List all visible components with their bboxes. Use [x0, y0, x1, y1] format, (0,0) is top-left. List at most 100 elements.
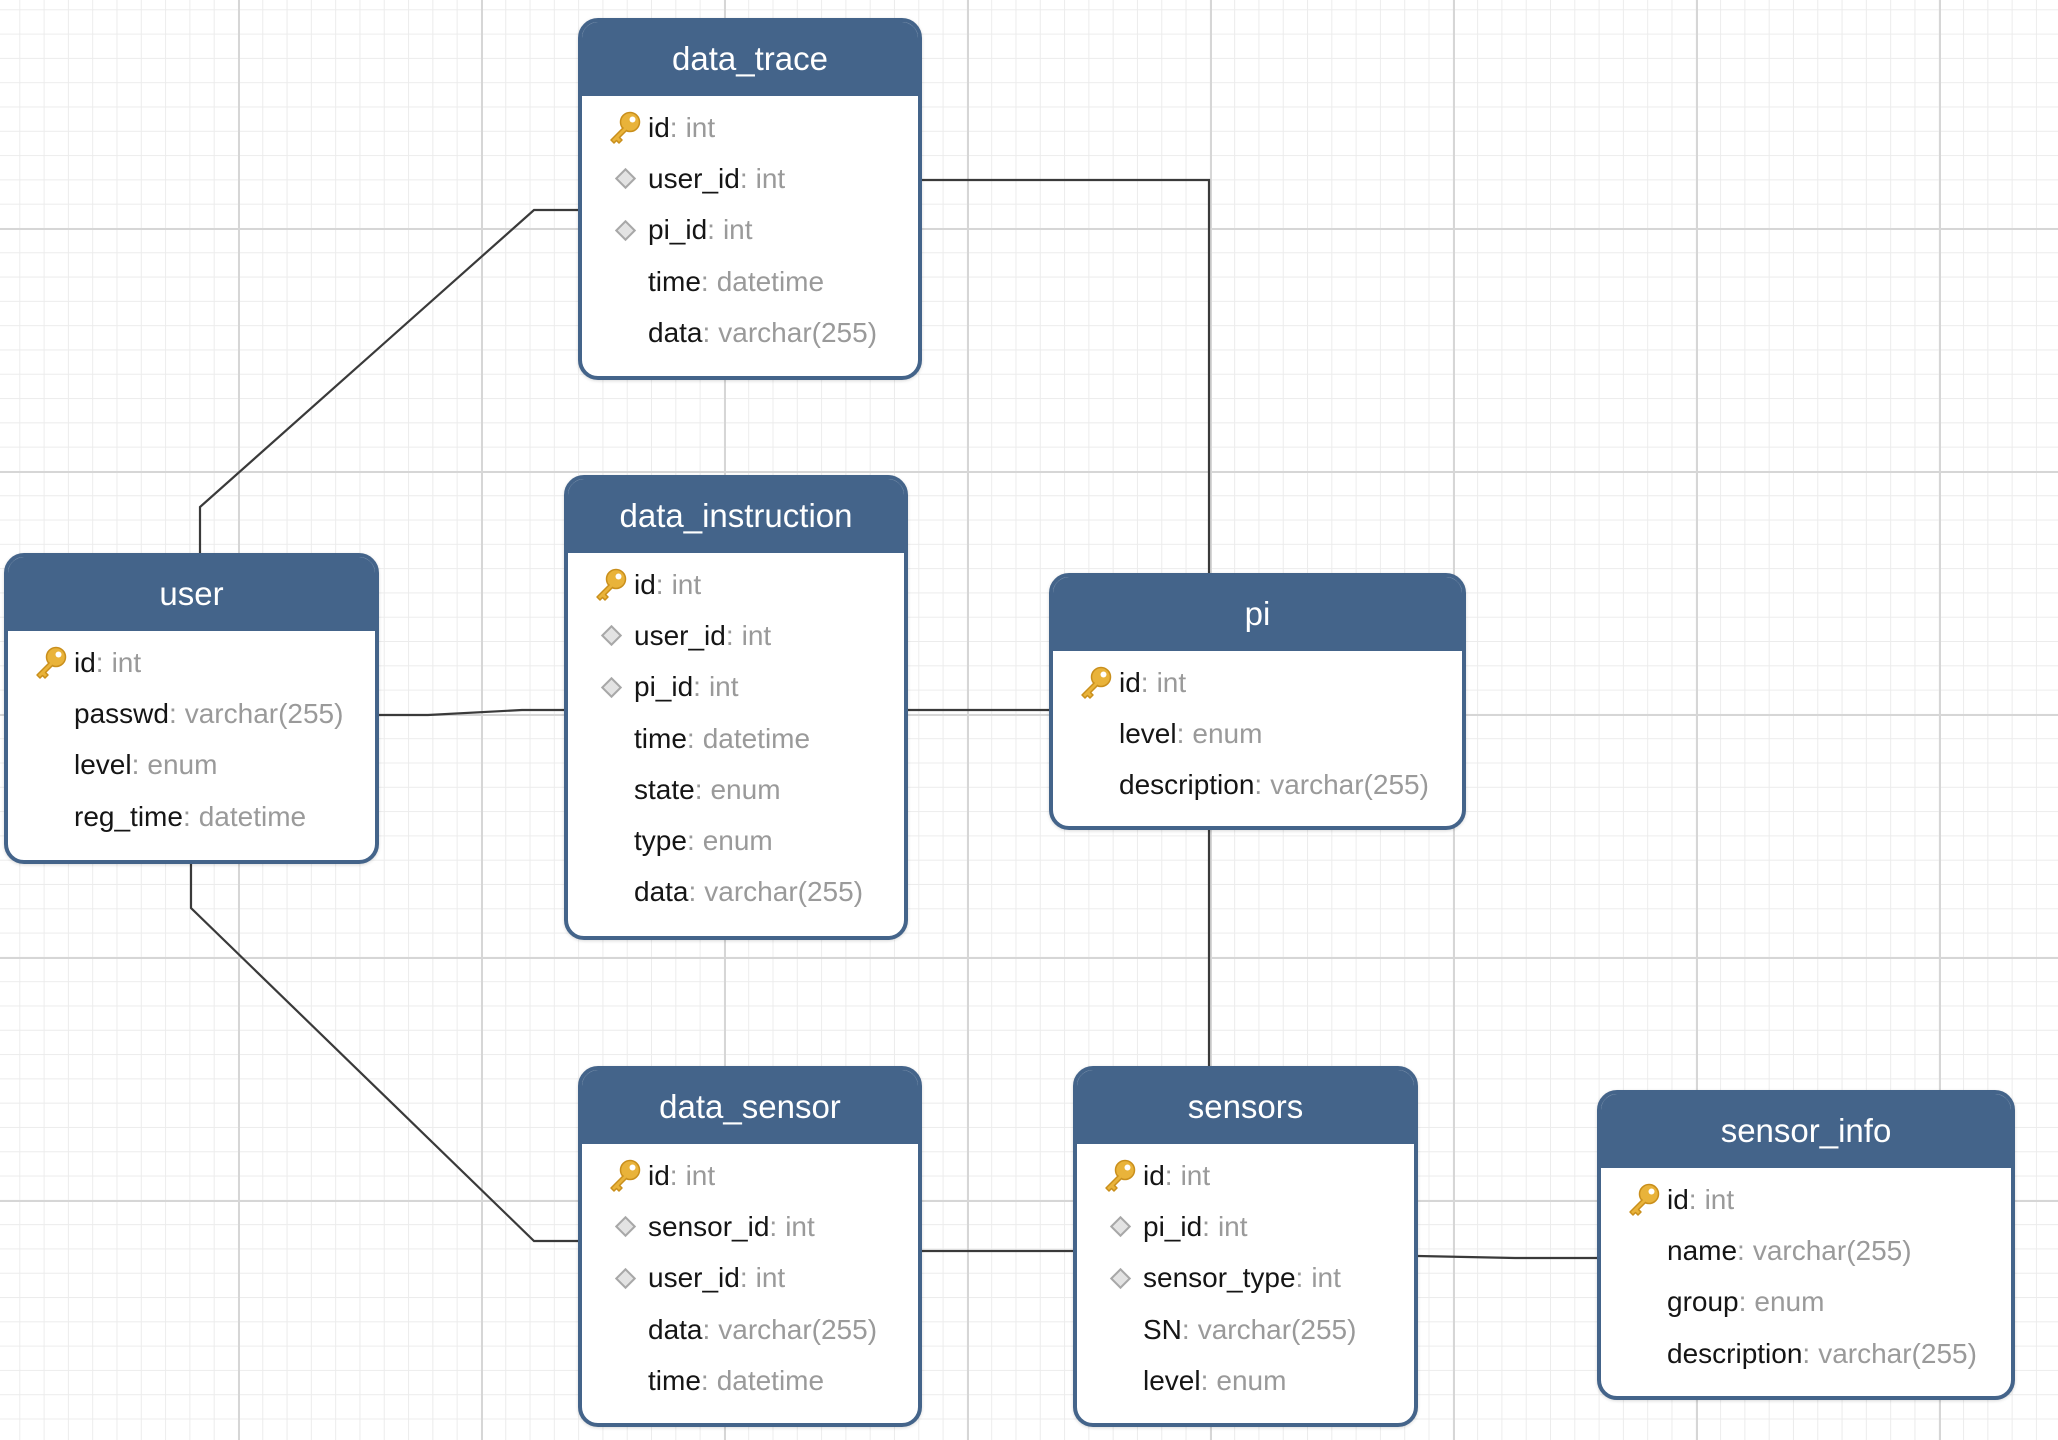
field-row[interactable]: level:enum — [1077, 1355, 1414, 1406]
field-type: int — [755, 1262, 786, 1294]
primary-key-icon — [588, 566, 634, 604]
field-name: id — [1143, 1159, 1165, 1191]
field-separator: : — [1738, 1286, 1747, 1318]
field-name: time — [648, 1364, 701, 1396]
table-header: data_sensor — [582, 1070, 918, 1144]
field-name: level — [1119, 717, 1177, 749]
primary-key-icon — [1073, 664, 1119, 702]
field-type: datetime — [716, 265, 825, 297]
field-row[interactable]: data:varchar(255) — [582, 307, 918, 358]
field-separator: : — [688, 876, 697, 908]
field-row[interactable]: time:datetime — [582, 1355, 918, 1406]
field-separator: : — [669, 1159, 678, 1191]
field-separator: : — [702, 316, 711, 348]
field-row[interactable]: sensor_id:int — [582, 1201, 918, 1252]
field-row[interactable]: data:varchar(255) — [582, 1304, 918, 1355]
field-row[interactable]: data:varchar(255) — [568, 867, 904, 918]
field-row[interactable]: time:datetime — [568, 713, 904, 764]
field-row[interactable]: time:datetime — [582, 256, 918, 307]
field-row[interactable]: id:int — [8, 637, 375, 688]
field-row[interactable]: id:int — [582, 1150, 918, 1201]
field-type: enum — [1192, 717, 1263, 749]
field-row[interactable]: id:int — [1053, 657, 1462, 708]
field-row[interactable]: pi_id:int — [1077, 1201, 1414, 1252]
field-type: int — [708, 671, 739, 703]
field-row[interactable]: SN:varchar(255) — [1077, 1304, 1414, 1355]
field-name: user_id — [634, 619, 726, 651]
field-row[interactable]: id:int — [582, 102, 918, 153]
field-type: varchar(255) — [718, 1313, 878, 1345]
field-type: int — [785, 1210, 815, 1242]
field-name: SN — [1143, 1313, 1182, 1345]
field-row[interactable]: user_id:int — [568, 610, 904, 661]
field-row[interactable]: pi_id:int — [582, 205, 918, 256]
field-separator: : — [669, 111, 678, 143]
field-name: sensor_type — [1143, 1262, 1296, 1294]
field-row[interactable]: type:enum — [568, 815, 904, 866]
foreign-key-diamond-icon — [588, 676, 634, 698]
field-name: id — [648, 111, 670, 143]
field-row[interactable]: id:int — [568, 559, 904, 610]
field-separator: : — [739, 1262, 748, 1294]
field-type: datetime — [198, 800, 307, 832]
field-separator: : — [95, 646, 104, 678]
field-row[interactable]: passwd:varchar(255) — [8, 688, 375, 739]
connector-user-data-trace — [198, 208, 578, 553]
foreign-key-diamond-icon — [602, 219, 648, 241]
field-separator: : — [1295, 1262, 1304, 1294]
field-name: pi_id — [1143, 1210, 1203, 1242]
field-row[interactable]: user_id:int — [582, 153, 918, 204]
field-row[interactable]: user_id:int — [582, 1253, 918, 1304]
field-row[interactable]: description:varchar(255) — [1601, 1328, 2011, 1379]
field-row[interactable]: id:int — [1077, 1150, 1414, 1201]
field-name: id — [1667, 1183, 1689, 1215]
field-name: id — [634, 568, 656, 600]
field-name: id — [648, 1159, 670, 1191]
field-row[interactable]: description:varchar(255) — [1053, 760, 1462, 811]
field-type: int — [1217, 1210, 1248, 1242]
field-type: int — [1180, 1159, 1211, 1191]
field-name: data — [634, 876, 689, 908]
table-header: data_trace — [582, 22, 918, 96]
field-name: pi_id — [634, 671, 694, 703]
primary-key-icon — [602, 109, 648, 147]
field-row[interactable]: state:enum — [568, 764, 904, 815]
field-row[interactable]: group:enum — [1601, 1277, 2011, 1328]
field-row[interactable]: pi_id:int — [568, 662, 904, 713]
field-type: enum — [1754, 1286, 1825, 1318]
field-name: state — [634, 773, 695, 805]
field-row[interactable]: name:varchar(255) — [1601, 1225, 2011, 1276]
field-row[interactable]: reg_time:datetime — [8, 791, 375, 842]
field-separator: : — [1164, 1159, 1173, 1191]
field-type: datetime — [716, 1364, 825, 1396]
field-name: group — [1667, 1286, 1739, 1318]
field-name: type — [634, 825, 687, 857]
field-type: int — [671, 568, 702, 600]
field-separator: : — [700, 265, 709, 297]
field-type: varchar(255) — [1270, 769, 1429, 801]
connector-sensors-sensor-info — [1417, 1254, 1597, 1260]
field-name: data — [648, 1313, 703, 1345]
field-separator: : — [700, 1364, 709, 1396]
table-header: sensors — [1077, 1070, 1414, 1144]
field-name: pi_id — [648, 214, 708, 246]
field-type: varchar(255) — [1197, 1313, 1357, 1345]
field-row[interactable]: level:enum — [8, 740, 375, 791]
field-row[interactable]: id:int — [1601, 1174, 2011, 1225]
field-separator: : — [1737, 1234, 1745, 1266]
field-row[interactable]: sensor_type:int — [1077, 1253, 1414, 1304]
field-row[interactable]: level:enum — [1053, 708, 1462, 759]
field-type: enum — [702, 825, 773, 857]
field-name: id — [74, 646, 96, 678]
field-separator: : — [131, 749, 140, 781]
